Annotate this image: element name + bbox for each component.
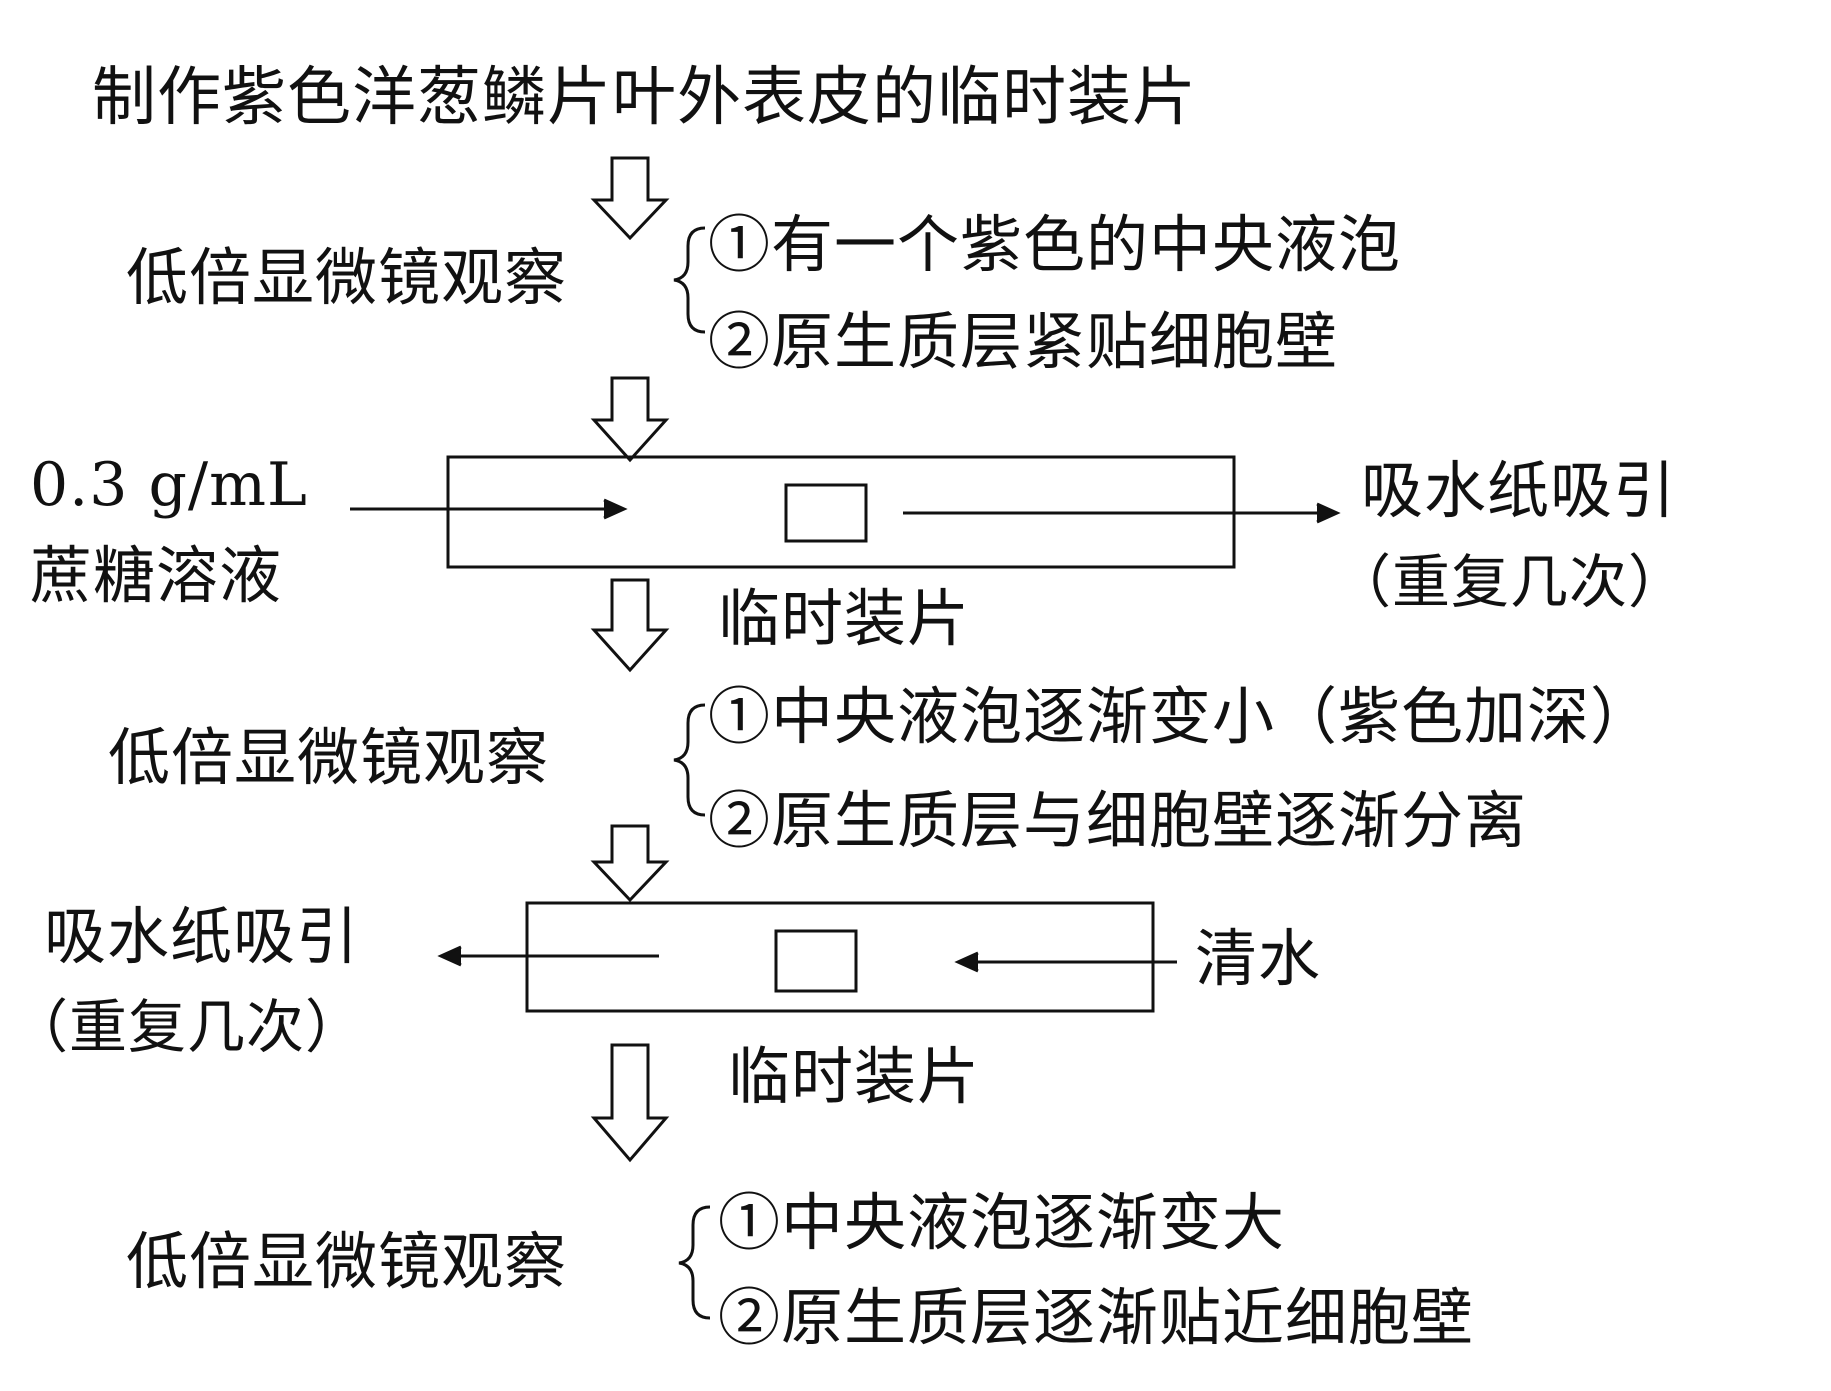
step2-result-1: ①中央液泡逐渐变小（紫色加深）	[708, 680, 1654, 753]
slide-2-coverslip	[774, 929, 858, 993]
step1-result-2: ②原生质层紧贴细胞壁	[708, 305, 1339, 378]
slide1-right-action: 吸水纸吸引	[1361, 454, 1677, 527]
slide1-right-repeat: （重复几次）	[1333, 548, 1688, 616]
step2-observe-label: 低倍显微镜观察	[108, 721, 550, 794]
slide2-caption: 临时装片	[728, 1040, 981, 1113]
brace-3	[678, 1205, 711, 1320]
brace-1	[673, 226, 706, 334]
down-arrow-3	[590, 578, 670, 673]
slide-1-coverslip	[784, 483, 868, 543]
slide1-reagent-concentration: 0.3 g/mL	[30, 450, 308, 520]
step3-observe-label: 低倍显微镜观察	[126, 1225, 568, 1298]
slide2-left-action: 吸水纸吸引	[44, 900, 360, 973]
slide2-left-repeat: （重复几次）	[10, 993, 365, 1061]
down-arrow-5	[590, 1043, 670, 1163]
diagram-title: 制作紫色洋葱鳞片叶外表皮的临时装片	[92, 61, 1197, 135]
down-arrow-1	[590, 156, 670, 241]
slide2-right-reagent: 清水	[1195, 922, 1322, 995]
slide1-caption: 临时装片	[718, 582, 971, 655]
step1-observe-label: 低倍显微镜观察	[126, 241, 568, 314]
down-arrow-4	[590, 824, 670, 903]
step1-result-1: ①有一个紫色的中央液泡	[708, 208, 1402, 281]
step2-result-2: ②原生质层与细胞壁逐渐分离	[708, 784, 1528, 857]
brace-2	[673, 703, 706, 817]
step3-result-1: ①中央液泡逐渐变大	[718, 1186, 1286, 1259]
down-arrow-2	[590, 376, 670, 463]
step3-result-2: ②原生质层逐渐贴近细胞壁	[718, 1281, 1475, 1354]
slide1-reagent-name: 蔗糖溶液	[30, 539, 283, 612]
